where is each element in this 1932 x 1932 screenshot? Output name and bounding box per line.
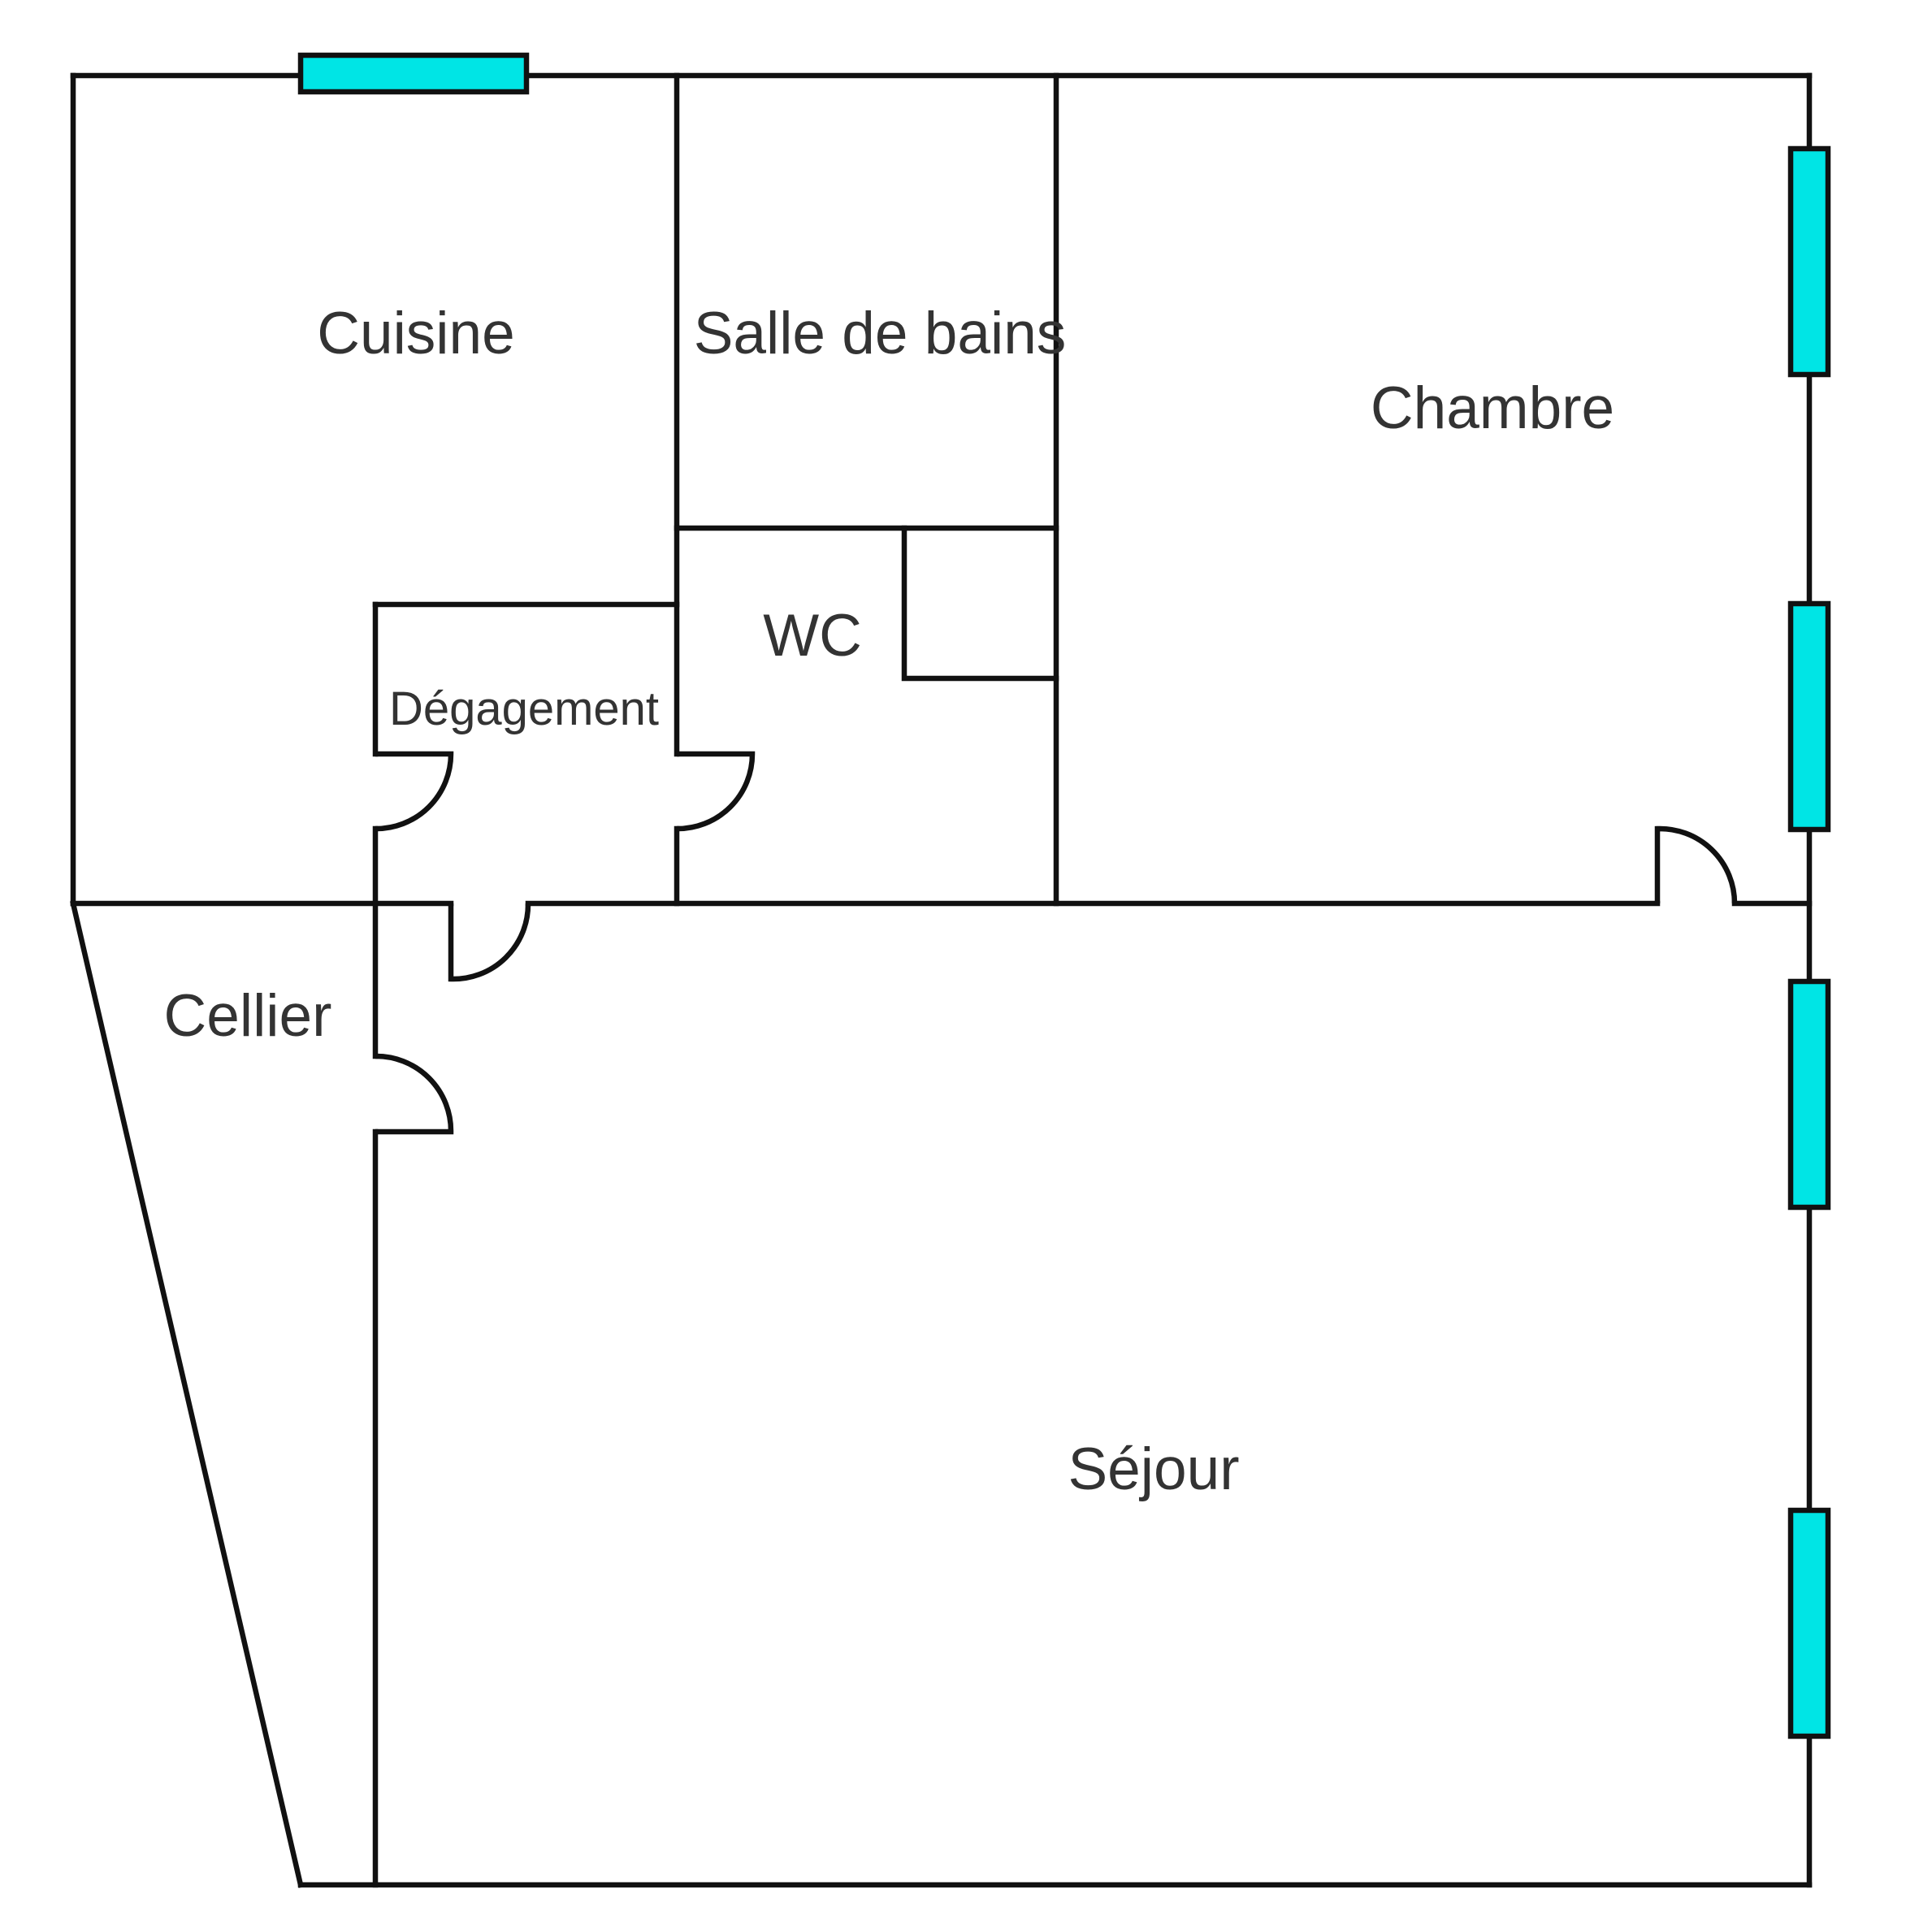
room-label-degagement: Dégagement (389, 682, 659, 735)
window-sejour-lower (1787, 1507, 1831, 1739)
outer-wall-slanted (70, 900, 304, 1888)
room-label-cuisine: Cuisine (317, 301, 514, 366)
room-label-wc: WC (763, 603, 862, 669)
room-label-salle-de-bains: Salle de bains (694, 301, 1067, 366)
door-degagement-wc (676, 751, 756, 832)
room-label-cellier: Cellier (164, 983, 332, 1049)
door-cuisine-degagement (375, 751, 454, 832)
doors (375, 751, 1738, 1135)
window-chambre-upper (1787, 145, 1831, 378)
wall-wc-alcove (901, 525, 1059, 682)
room-label-chambre: Chambre (1371, 375, 1614, 441)
door-cellier (375, 1053, 454, 1135)
window-chambre-lower (1787, 600, 1831, 833)
windows (297, 52, 1831, 1739)
window-cuisine (297, 52, 530, 95)
room-labels: Cuisine Salle de bains Chambre WC Dégage… (164, 301, 1615, 1502)
door-degagement-sejour (448, 903, 531, 982)
window-sejour-upper (1787, 978, 1831, 1211)
door-chambre (1654, 825, 1738, 904)
room-label-sejour: Séjour (1068, 1436, 1239, 1502)
